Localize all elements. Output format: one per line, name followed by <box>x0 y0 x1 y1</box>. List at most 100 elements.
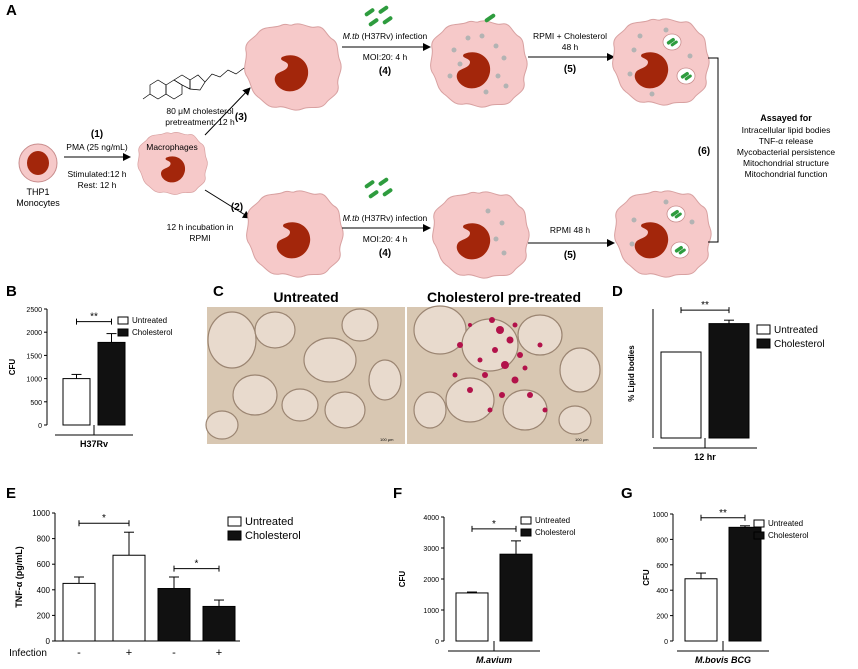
panel-g-y-tick-label-5: 1000 <box>652 512 668 519</box>
macrophage-rpmi-cell <box>246 190 344 278</box>
panel-g-y-label: CFU <box>642 569 651 586</box>
moi-top-label: MOI:20: 4 h <box>363 52 408 62</box>
rpmi-chol-label-2: 48 h <box>562 42 579 52</box>
panel-d-y-label: % Lipid bodies <box>627 345 636 402</box>
infected-macrophage-rpmi <box>432 191 530 279</box>
panel-label-a: A <box>6 2 17 19</box>
step1-label: (1) <box>91 129 103 140</box>
scale-bar-1: 100 μm <box>380 437 394 442</box>
panel-f-legend-swatch-1 <box>520 516 532 525</box>
charts-layer: 05001000150020002500CFUH37Rv**UntreatedC… <box>8 300 825 665</box>
step6-label: (6) <box>698 146 710 157</box>
panel-d-group-label: 12 hr <box>694 452 716 462</box>
monocytes-label: Monocytes <box>16 198 60 208</box>
rest-label: Rest: 12 h <box>78 180 117 190</box>
cholesterol-molecule-icon <box>142 67 251 100</box>
panel-b-legend-swatch-1 <box>117 316 129 325</box>
micrograph-untreated: 100 μm <box>205 307 405 444</box>
panel-d-sig-label: ** <box>701 300 709 311</box>
panel-f-legend-label-2: Cholesterol <box>535 528 576 537</box>
thp1-label: THP1 <box>26 187 49 197</box>
panel-b-legend-swatch-2 <box>117 328 129 337</box>
panel-label-g: G <box>621 485 633 502</box>
step4-bottom-label: (4) <box>379 248 391 259</box>
panel-f-sig-label: * <box>492 519 496 530</box>
panel-e-y-tick-label-5: 1000 <box>32 509 50 518</box>
assay-item-1: Intracellular lipid bodies <box>742 125 831 135</box>
panel-b-sig-label: ** <box>90 312 98 323</box>
panel-b-group-label: H37Rv <box>80 439 108 449</box>
micrograph-untreated-title: Untreated <box>273 289 338 305</box>
panel-f-y-tick-label-1: 1000 <box>423 608 439 615</box>
panel-e-y-tick-label-3: 600 <box>37 560 51 569</box>
panel-d-legend-label-2: Cholesterol <box>774 339 825 350</box>
panel-b-y-tick-label-4: 2000 <box>26 330 42 337</box>
panel-d-legend-swatch-2 <box>756 338 771 349</box>
panel-f-bar-cholesterol <box>499 553 533 642</box>
panel-label-d: D <box>612 283 623 300</box>
bacteria-icon-bottom <box>363 176 394 200</box>
panel-g-sig-label: ** <box>719 508 727 519</box>
panel-f-bar-untreated <box>455 592 489 642</box>
panel-e-y-tick-label-2: 400 <box>37 586 51 595</box>
chol-pre-label-1: 80 μM cholesterol <box>166 106 233 116</box>
macrophages-label: Macrophages <box>146 142 198 152</box>
step4-top-label: (4) <box>379 66 391 77</box>
panel-e-bar-cholesterol-minus <box>157 588 191 642</box>
assay-item-2: TNF-α release <box>759 136 814 146</box>
assayed-title: Assayed for <box>760 113 812 123</box>
assay-item-5: Mitochondrial function <box>745 169 828 179</box>
bacteria-icon-top <box>363 4 394 28</box>
panel-f-y-tick-label-0: 0 <box>435 639 439 646</box>
assay-item-3: Mycobacterial persistence <box>737 147 836 157</box>
infection-bottom-label: M.tb (H37Rv) infection <box>343 213 428 223</box>
panel-g-group-label: M.bovis BCG <box>695 655 751 665</box>
panel-e-y-tick-label-1: 200 <box>37 611 51 620</box>
panel-f-y-label: CFU <box>398 571 407 588</box>
panel-b-y-tick-label-3: 1500 <box>26 353 42 360</box>
panel-b-y-tick-label-2: 1000 <box>26 377 42 384</box>
panel-b-bar-untreated <box>62 378 91 426</box>
panel-g-y-tick-label-0: 0 <box>664 639 668 646</box>
panel-f-y-tick-label-4: 4000 <box>423 515 439 522</box>
panel-d-legend-swatch-1 <box>756 324 771 335</box>
rpmi48-label: RPMI 48 h <box>550 225 590 235</box>
panel-f-y-tick-label-2: 2000 <box>423 577 439 584</box>
final-macrophage-cholesterol <box>612 18 710 106</box>
panel-e-bar-untreated-plus <box>112 554 146 642</box>
panel-g-y-tick-label-4: 800 <box>656 537 668 544</box>
panel-d-bar-cholesterol <box>708 323 750 439</box>
panel-b-y-tick-label-0: 0 <box>38 423 42 430</box>
panel-b-y-tick-label-1: 500 <box>30 400 42 407</box>
panel-e-legend-swatch-2 <box>227 530 242 541</box>
scale-bar-2: 100 μm <box>575 437 589 442</box>
infected-macrophage-cholesterol <box>430 20 528 108</box>
panel-e-bar-cholesterol-plus <box>202 605 236 642</box>
step5-top-label: (5) <box>564 64 576 75</box>
panel-b-legend-label-2: Cholesterol <box>132 328 173 337</box>
macrophage-cholesterol-cell <box>244 23 342 111</box>
panel-label-e: E <box>6 485 17 502</box>
pma-label: PMA (25 ng/mL) <box>66 142 128 152</box>
panel-label-c: C <box>213 283 224 300</box>
panel-e-y-tick-label-0: 0 <box>46 637 51 646</box>
panel-e-legend-swatch-1 <box>227 516 242 527</box>
panel-g-legend-label-2: Cholesterol <box>768 531 809 540</box>
panel-f-legend-label-1: Untreated <box>535 516 570 525</box>
arrow-step2 <box>204 189 251 219</box>
assay-item-4: Mitochondrial structure <box>743 158 829 168</box>
infection-top-label: M.tb (H37Rv) infection <box>343 31 428 41</box>
panel-e-right-sig-label: * <box>195 559 199 570</box>
panel-e-x-tick-label-0: - <box>77 647 81 659</box>
panel-f-legend-swatch-2 <box>520 528 532 537</box>
step5-bottom-label: (5) <box>564 250 576 261</box>
chol-pre-label-2: pretreatment: 12 h <box>165 117 235 127</box>
step2-label: (2) <box>231 202 243 213</box>
panel-b-y-tick-label-5: 2500 <box>26 307 42 314</box>
panel-e-x-tick-label-2: - <box>172 647 176 659</box>
panel-label-f: F <box>393 485 403 502</box>
stimulated-label: Stimulated:12 h <box>67 169 126 179</box>
panel-e-bar-untreated-minus <box>62 582 96 642</box>
panel-f-y-tick-label-3: 3000 <box>423 546 439 553</box>
